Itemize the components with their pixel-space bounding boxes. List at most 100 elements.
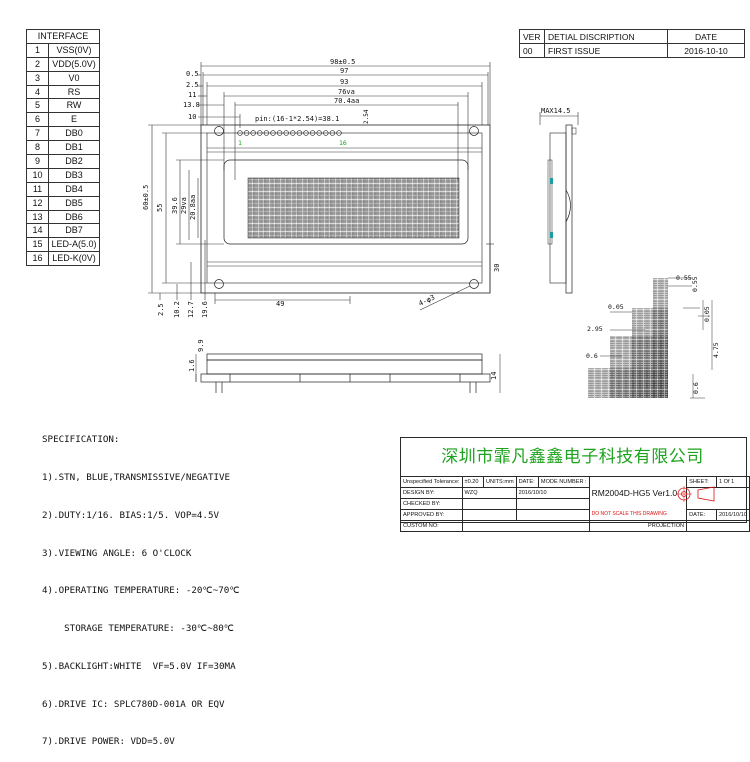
projection-label: PROJECTION xyxy=(588,520,688,532)
mechanical-drawing: 98±0.5 97 93 76va 70.4aa 0.5 2.5 11 13.8… xyxy=(142,58,720,399)
dim-49: 49 xyxy=(276,300,284,308)
pin-signal: LED-K(0V) xyxy=(48,251,100,267)
pin-hole xyxy=(336,130,342,136)
checked-by-label: CHECKED BY: xyxy=(400,498,463,510)
pin-hole xyxy=(303,130,309,136)
pin-height-dim: 2.54 xyxy=(363,109,370,124)
front-dim-1-6: 1.6 xyxy=(188,359,196,372)
dim-55: 55 xyxy=(156,204,164,212)
pin-hole xyxy=(309,130,316,136)
pin-header xyxy=(237,130,342,136)
dot-dim-4-75: 4.75 xyxy=(712,342,720,358)
spec-title: SPECIFICATION: xyxy=(42,434,120,446)
date-label-2: DATE: xyxy=(686,509,717,521)
dim-left-2-5: 2.5 xyxy=(186,81,199,89)
do-not-scale: DO NOT SCALE THIS DRAWING xyxy=(591,511,667,517)
dot-dim-0-55-b: 0.55 xyxy=(691,276,699,292)
side-max-dim: MAX14.5 xyxy=(541,107,571,115)
mode-number: RM2004D-HG5 Ver1.0 xyxy=(591,488,678,498)
dim-bottom-10-2: 10.2 xyxy=(173,301,181,318)
dim-70aa: 70.4aa xyxy=(334,97,359,105)
dot-detail xyxy=(588,277,713,399)
left-dimension-lines xyxy=(148,124,494,311)
pin-number: 16 xyxy=(26,251,49,267)
date-value: 2016/10/10 xyxy=(715,509,750,521)
side-view xyxy=(539,112,579,294)
pin-hole xyxy=(250,130,256,136)
spec-line: 6).DRIVE IC: SPLC780D-001A OR EQV xyxy=(42,698,225,710)
dim-39-6: 39.6 xyxy=(171,197,179,214)
pin-signal: DB2 xyxy=(48,154,100,169)
design-by-value: WZQ xyxy=(461,487,517,499)
specification-block: SPECIFICATION: 1).STN, BLUE,TRANSMISSIVE… xyxy=(42,409,240,762)
pin-hole xyxy=(263,130,270,136)
spec-line: 5).BACKLIGHT:WHITE VF=5.0V IF=30MA xyxy=(42,660,236,672)
tolerance-label: Unspecified Tolerance: xyxy=(400,476,463,488)
pin-hole xyxy=(323,130,329,136)
dim-20aa: 20.8aa xyxy=(189,195,197,220)
pin-hole xyxy=(329,130,336,136)
dim-left-0-5: 0.5 xyxy=(186,70,199,78)
pin-note: pin:(16-1*2.54)=38.1 xyxy=(255,115,339,123)
custom-no-label: CUSTOM NO: xyxy=(400,520,463,532)
dim-93: 93 xyxy=(340,78,348,86)
dim-bottom-12-7: 12.7 xyxy=(187,301,195,318)
design-date-value: 2016/10/10 xyxy=(515,487,590,499)
rev-row-date: 2016-10-10 xyxy=(667,43,745,58)
sheet-value: 1 Of 1 xyxy=(715,476,750,488)
hole-callout: 4-φ3 xyxy=(417,293,436,307)
dot-dim-0-55-a: 0.55 xyxy=(676,274,692,282)
viewing-area xyxy=(223,159,469,245)
dim-98: 98±0.5 xyxy=(330,58,355,66)
dot-dim-0-6-a: 0.6 xyxy=(586,352,598,360)
front-dim-9-9: 9.9 xyxy=(197,339,205,352)
front-view xyxy=(195,353,501,393)
design-by-label: DESIGN BY: xyxy=(400,487,463,499)
pin-hole xyxy=(316,130,322,136)
date-label: DATE: xyxy=(515,476,539,488)
pin-first-label: 1 xyxy=(238,139,242,147)
dot-dim-2-95: 2.95 xyxy=(587,325,603,333)
pin-last-label: 16 xyxy=(339,139,347,147)
approved-by-label: APPROVED BY: xyxy=(400,509,463,521)
dim-29va: 29va xyxy=(180,197,188,214)
pin-hole xyxy=(276,130,283,136)
front-dim-14: 14 xyxy=(490,372,498,380)
title-block-grid: Unspecified Tolerance: ±0.20 UNITS:mm DA… xyxy=(400,476,750,532)
pin-hole xyxy=(296,130,303,136)
mode-number-cell: RM2004D-HG5 Ver1.0 DO NOT SCALE THIS DRA… xyxy=(588,476,714,521)
dim-bottom-19-6: 19.6 xyxy=(201,301,209,318)
dim-left-13-8: 13.8 xyxy=(183,101,200,109)
dim-30: 30 xyxy=(493,264,501,272)
spec-line: 2).DUTY:1/16. BIAS:1/5. VOP=4.5V xyxy=(42,509,220,521)
dot-dim-0-05-b: 0.05 xyxy=(703,306,711,322)
mode-number-label: MODE NUMBER : xyxy=(537,476,590,488)
dim-97: 97 xyxy=(340,67,348,75)
pin-hole xyxy=(270,130,276,136)
pin-hole xyxy=(290,130,296,136)
dot-dim-0-05-a: 0.05 xyxy=(608,303,624,311)
units-label: UNITS:mm xyxy=(482,476,517,488)
mounting-holes xyxy=(214,126,479,289)
dot-dim-0-6-b: 0.6 xyxy=(692,382,700,394)
dim-60: 60±0.5 xyxy=(142,185,150,210)
active-area xyxy=(247,177,460,239)
dim-bottom-2-5: 2.5 xyxy=(157,303,165,316)
rev-row-ver: 00 xyxy=(519,43,545,58)
pin-signal: DB4 xyxy=(48,181,100,197)
company-name: 深圳市霏凡鑫鑫电子科技有限公司 xyxy=(441,447,704,467)
pin-hole xyxy=(283,130,289,136)
pin-signal: RW xyxy=(48,98,100,114)
top-dimension-lines xyxy=(198,62,491,180)
